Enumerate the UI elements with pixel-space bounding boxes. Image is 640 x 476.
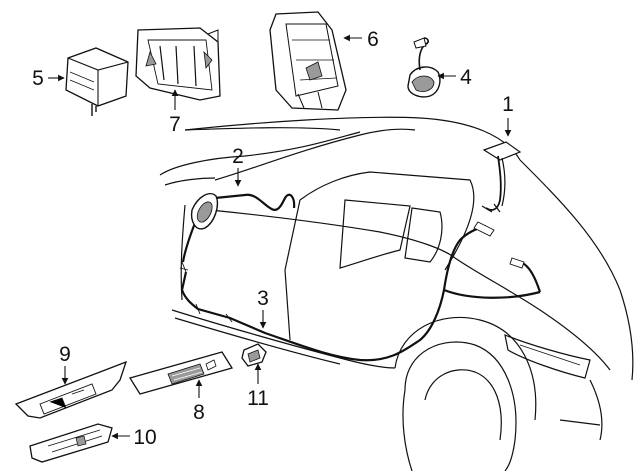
part-11-clip (241, 343, 267, 367)
part-9-plate (14, 360, 128, 419)
part-4-module (407, 37, 441, 98)
callout-3: 3 (257, 287, 269, 310)
callout-7: 7 (169, 113, 181, 136)
callout-5: 5 (32, 67, 44, 90)
callout-10: 10 (133, 426, 156, 449)
callout-1: 1 (502, 93, 514, 116)
part-1-antenna (481, 141, 522, 213)
vehicle-body (159, 116, 634, 472)
part-5-control-module (65, 47, 129, 116)
callout-6: 6 (367, 28, 379, 51)
callout-9: 9 (59, 343, 71, 366)
callout-4: 4 (460, 66, 472, 89)
callout-2: 2 (232, 145, 244, 168)
antenna-module-roof (190, 192, 219, 230)
part-7-bracket (135, 27, 221, 101)
part-10-bar (29, 423, 113, 463)
callout-8: 8 (193, 401, 205, 424)
callout-leaders (48, 34, 512, 440)
callout-11: 11 (247, 387, 269, 410)
part-6-bracket (269, 11, 347, 111)
part-8-panel (128, 351, 234, 395)
